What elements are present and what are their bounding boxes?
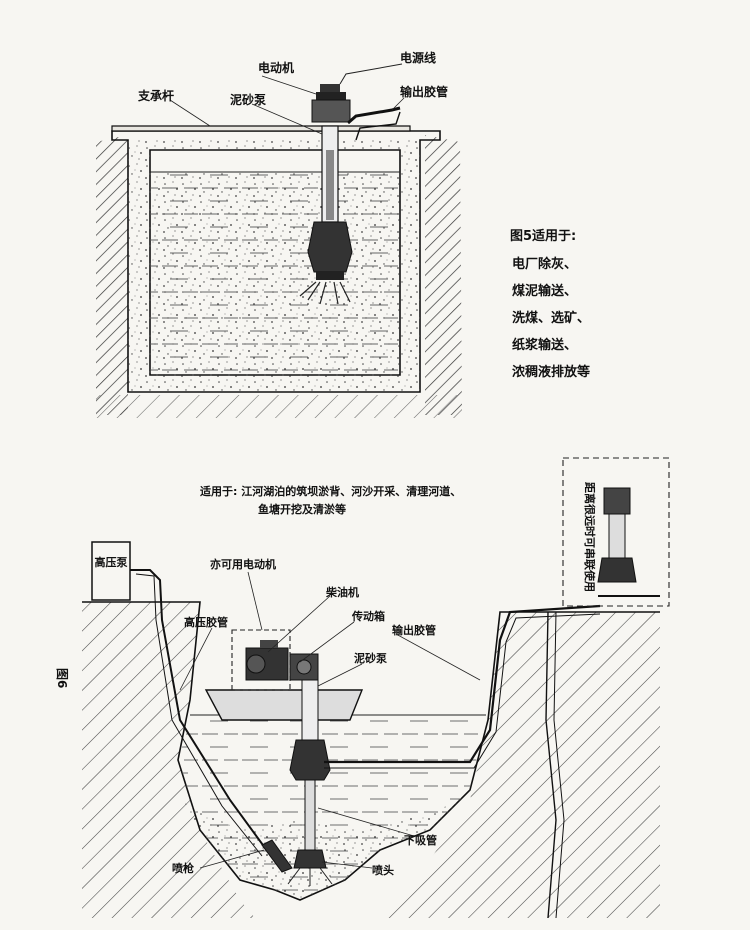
suction-pipe — [304, 779, 316, 851]
label-diesel: 柴油机 — [325, 585, 359, 599]
label-alt-motor: 亦可用电动机 — [210, 557, 276, 571]
top-note-line: 浓稠液排放等 — [512, 364, 590, 380]
label-slurry-pump: 泥砂泵 — [354, 651, 387, 665]
return-pipe — [545, 611, 557, 919]
gearbox — [289, 653, 319, 681]
diesel-engine — [245, 640, 289, 681]
label-output-hose: 输出胶管 — [392, 623, 436, 637]
booster-pump — [597, 487, 660, 597]
top-note-line: 煤泥输送、 — [512, 283, 577, 299]
booster-dashed-box — [562, 457, 670, 607]
top-output-hose — [347, 106, 401, 125]
boat — [204, 689, 364, 721]
label-nozzle: 喷头 — [372, 863, 394, 877]
figure-number: 图6 — [55, 668, 69, 688]
bank-right — [380, 612, 660, 918]
label-gearbox: 传动箱 — [351, 609, 385, 623]
river-sediment — [178, 790, 470, 900]
label-motor: 电动机 — [258, 60, 294, 75]
label-support-rod: 支承杆 — [137, 88, 174, 103]
label-hp-hose: 高压胶管 — [184, 615, 228, 629]
bottom-applicability-line2: 鱼塘开挖及清淤等 — [258, 502, 346, 516]
ground-right — [425, 135, 462, 415]
ground-left — [96, 135, 128, 415]
top-figure: 电源线 电动机 支承杆 泥砂泵 输出胶管 图5适用于: 电厂除灰、 煤泥输送、 … — [96, 50, 590, 418]
bottom-output-hose — [324, 604, 601, 764]
top-spray-jets — [299, 281, 351, 305]
spray-gun — [261, 839, 293, 873]
bottom-applicability-line1: 适用于: 江河湖泊的筑坝淤背、河沙开采、清理河道、 — [200, 484, 461, 498]
bank-left — [82, 602, 255, 918]
nozzle-jets — [287, 867, 333, 886]
label-slurry-pump: 泥砂泵 — [230, 92, 266, 107]
top-note-title: 图5适用于: — [510, 228, 576, 244]
bottom-pump-column — [301, 679, 319, 741]
top-pump-body — [307, 221, 353, 273]
label-spray-gun: 喷枪 — [172, 861, 194, 875]
bottom-pump-body — [289, 739, 331, 781]
top-power-cable — [339, 63, 403, 85]
ground-bottom — [96, 395, 462, 418]
hp-hose — [130, 569, 269, 853]
top-note-line: 洗煤、选矿、 — [512, 310, 590, 326]
nozzle-head — [293, 849, 327, 869]
label-suction-pipe: 下吸管 — [404, 833, 437, 847]
top-note-line: 纸浆输送、 — [512, 337, 577, 353]
bottom-figure: 适用于: 江河湖泊的筑坝淤背、河沙开采、清理河道、 鱼塘开挖及清淤等 高压泵 — [55, 457, 670, 919]
label-power-cable: 电源线 — [400, 50, 436, 65]
top-note-line: 电厂除灰、 — [512, 256, 577, 272]
hp-pump-box — [91, 541, 131, 601]
label-output-hose: 输出胶管 — [400, 84, 448, 99]
label-hp-pump-1: 高压泵 — [95, 555, 128, 569]
booster-note: 距离很远时可串联使用 — [583, 482, 597, 592]
top-motor — [311, 84, 351, 123]
